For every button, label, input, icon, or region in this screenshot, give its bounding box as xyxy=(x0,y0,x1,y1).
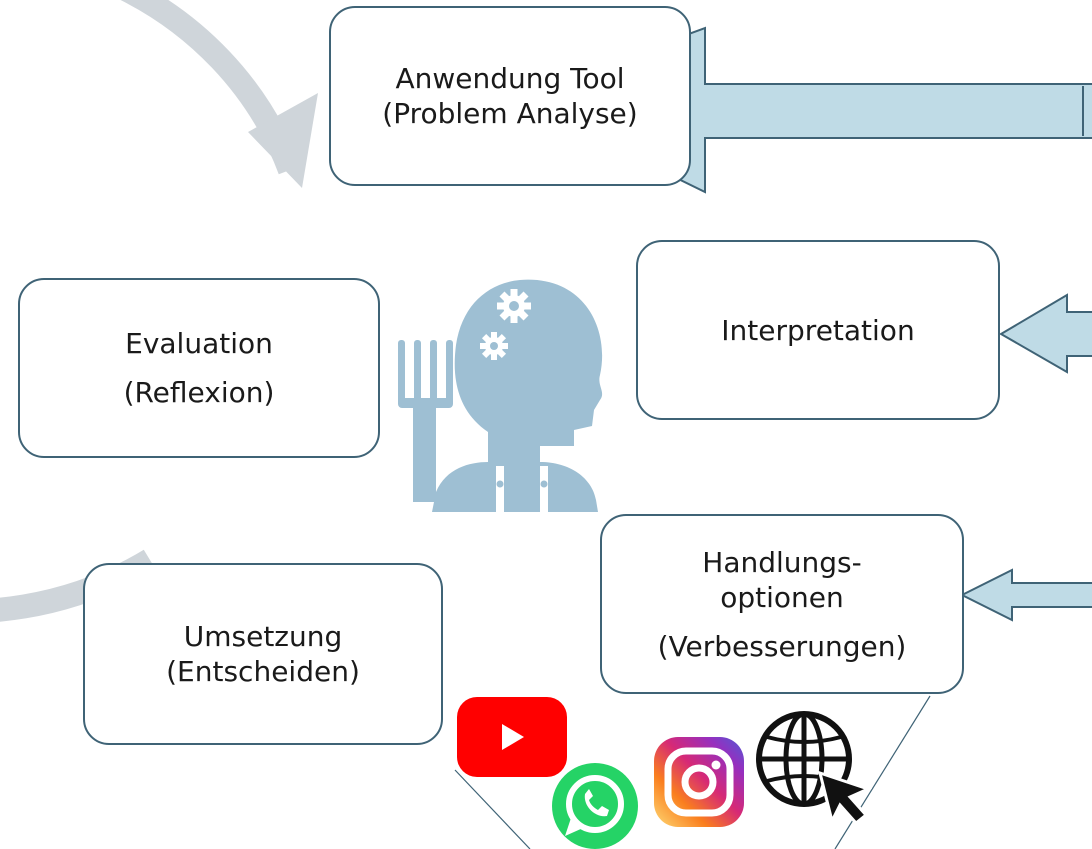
connector-line-right xyxy=(834,695,931,849)
farmer-thinking-icon xyxy=(398,279,603,512)
overall-strap-icons xyxy=(496,466,548,512)
cycle-arrowhead xyxy=(248,93,318,188)
node-umsetzung-subtitle: (Entscheiden) xyxy=(166,655,360,688)
gear-icon-large xyxy=(497,289,531,323)
node-interpretation-title: Interpretation xyxy=(721,313,915,347)
node-interpretation: Interpretation xyxy=(636,240,1000,420)
node-handlungsoptionen: Handlungs- optionen (Verbesserungen) xyxy=(600,514,964,694)
connector-line-left xyxy=(454,769,531,849)
instagram-icon xyxy=(654,737,744,827)
input-arrow-bottom xyxy=(959,568,1092,622)
node-handlungsoptionen-line2: optionen xyxy=(720,580,844,614)
node-anwendung-tool: Anwendung Tool (Problem Analyse) xyxy=(329,6,691,186)
node-evaluation-title: Evaluation xyxy=(125,327,273,360)
node-evaluation-subtitle: (Reflexion) xyxy=(123,376,275,409)
input-arrow-middle xyxy=(999,293,1092,374)
node-umsetzung: Umsetzung (Entscheiden) xyxy=(83,563,443,745)
node-handlungsoptionen-line1: Handlungs- xyxy=(702,545,862,579)
whatsapp-icon xyxy=(552,763,638,849)
node-umsetzung-title: Umsetzung xyxy=(183,620,343,653)
gear-icon-small xyxy=(480,332,508,360)
node-anwendung-tool-subtitle: (Problem Analyse) xyxy=(382,97,638,130)
node-anwendung-tool-title: Anwendung Tool xyxy=(395,62,625,95)
globe-cursor-icon xyxy=(756,711,873,826)
node-evaluation: Evaluation (Reflexion) xyxy=(18,278,380,458)
youtube-icon xyxy=(457,697,567,777)
node-handlungsoptionen-subtitle: (Verbesserungen) xyxy=(657,629,907,663)
